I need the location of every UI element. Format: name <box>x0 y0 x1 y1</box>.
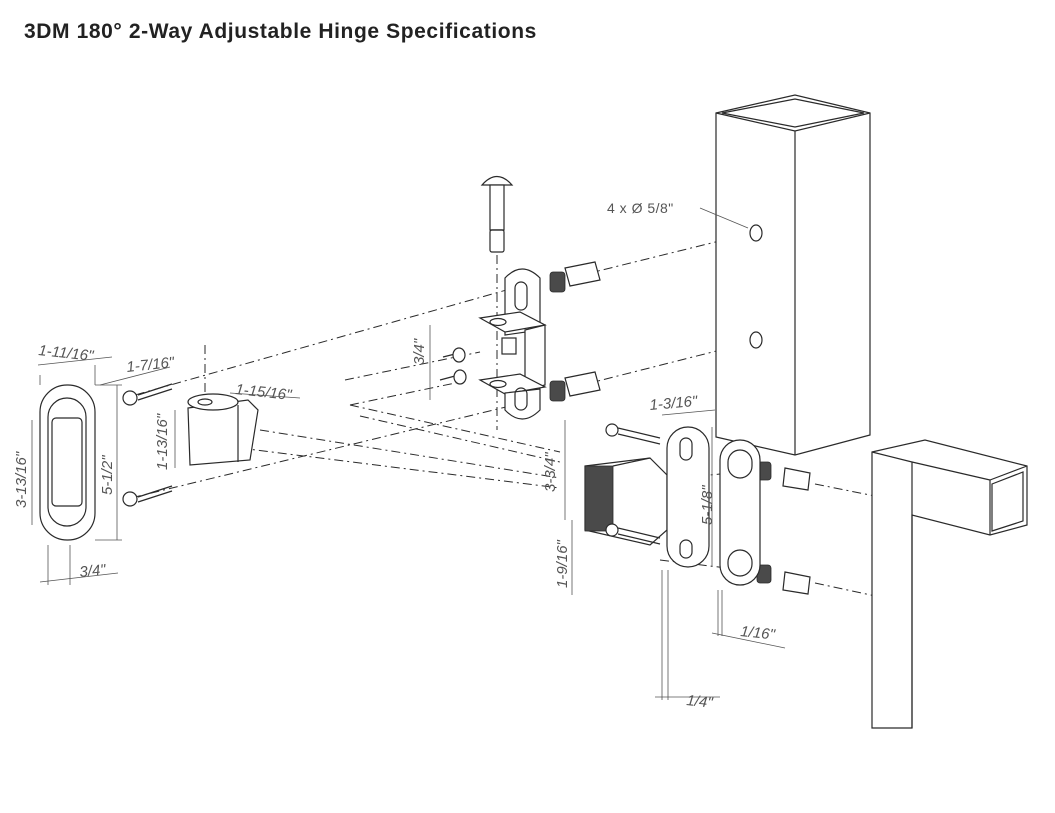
dim-right-plate-width: 1-3/16" <box>649 393 699 414</box>
upper-gate-post <box>715 94 871 456</box>
dim-screw-length: 1-7/16" <box>126 354 176 376</box>
dim-right-body-height: 3-3/4" <box>542 452 559 492</box>
hinge-bracket <box>478 268 547 420</box>
dim-left-plate-height: 5-1/2" <box>99 455 116 495</box>
left-hinge-plate <box>39 384 96 541</box>
left-knuckle <box>187 393 259 466</box>
dim-right-plate-height: 5-1/8" <box>699 485 716 525</box>
dim-right-lower-offset: 1-9/16" <box>554 539 571 588</box>
dim-left-plate-width: 1-11/16" <box>38 342 95 365</box>
dim-left-plate-inner: 3-13/16" <box>13 451 30 508</box>
dim-spacer-thickness: 1/16" <box>740 623 777 644</box>
hole-callout: 4 x Ø 5/8" <box>607 200 674 216</box>
dim-knuckle-height: 1-13/16" <box>154 413 171 470</box>
dimension-lines <box>31 207 786 700</box>
right-hinge-plate <box>666 426 710 568</box>
page-title: 3DM 180° 2-Way Adjustable Hinge Specific… <box>24 20 537 43</box>
dimension-labels: 4 x Ø 5/8" 1-11/16" 1-7/16" 1-15/16" 1-1… <box>13 200 776 712</box>
dim-bracket-spacing: 3/4" <box>411 338 428 365</box>
lower-l-post <box>871 439 1028 729</box>
right-hinge-body <box>584 457 668 546</box>
left-screws <box>122 383 173 507</box>
set-screws <box>439 347 467 385</box>
dim-left-plate-depth: 3/4" <box>79 561 107 581</box>
hinge-pin <box>480 175 514 253</box>
dim-knuckle-width: 1-15/16" <box>235 381 293 404</box>
right-screws <box>605 423 661 545</box>
spacer-plate <box>719 439 761 586</box>
dim-right-plate-thickness: 1/4" <box>686 692 714 712</box>
anchor-nuts <box>549 261 811 595</box>
